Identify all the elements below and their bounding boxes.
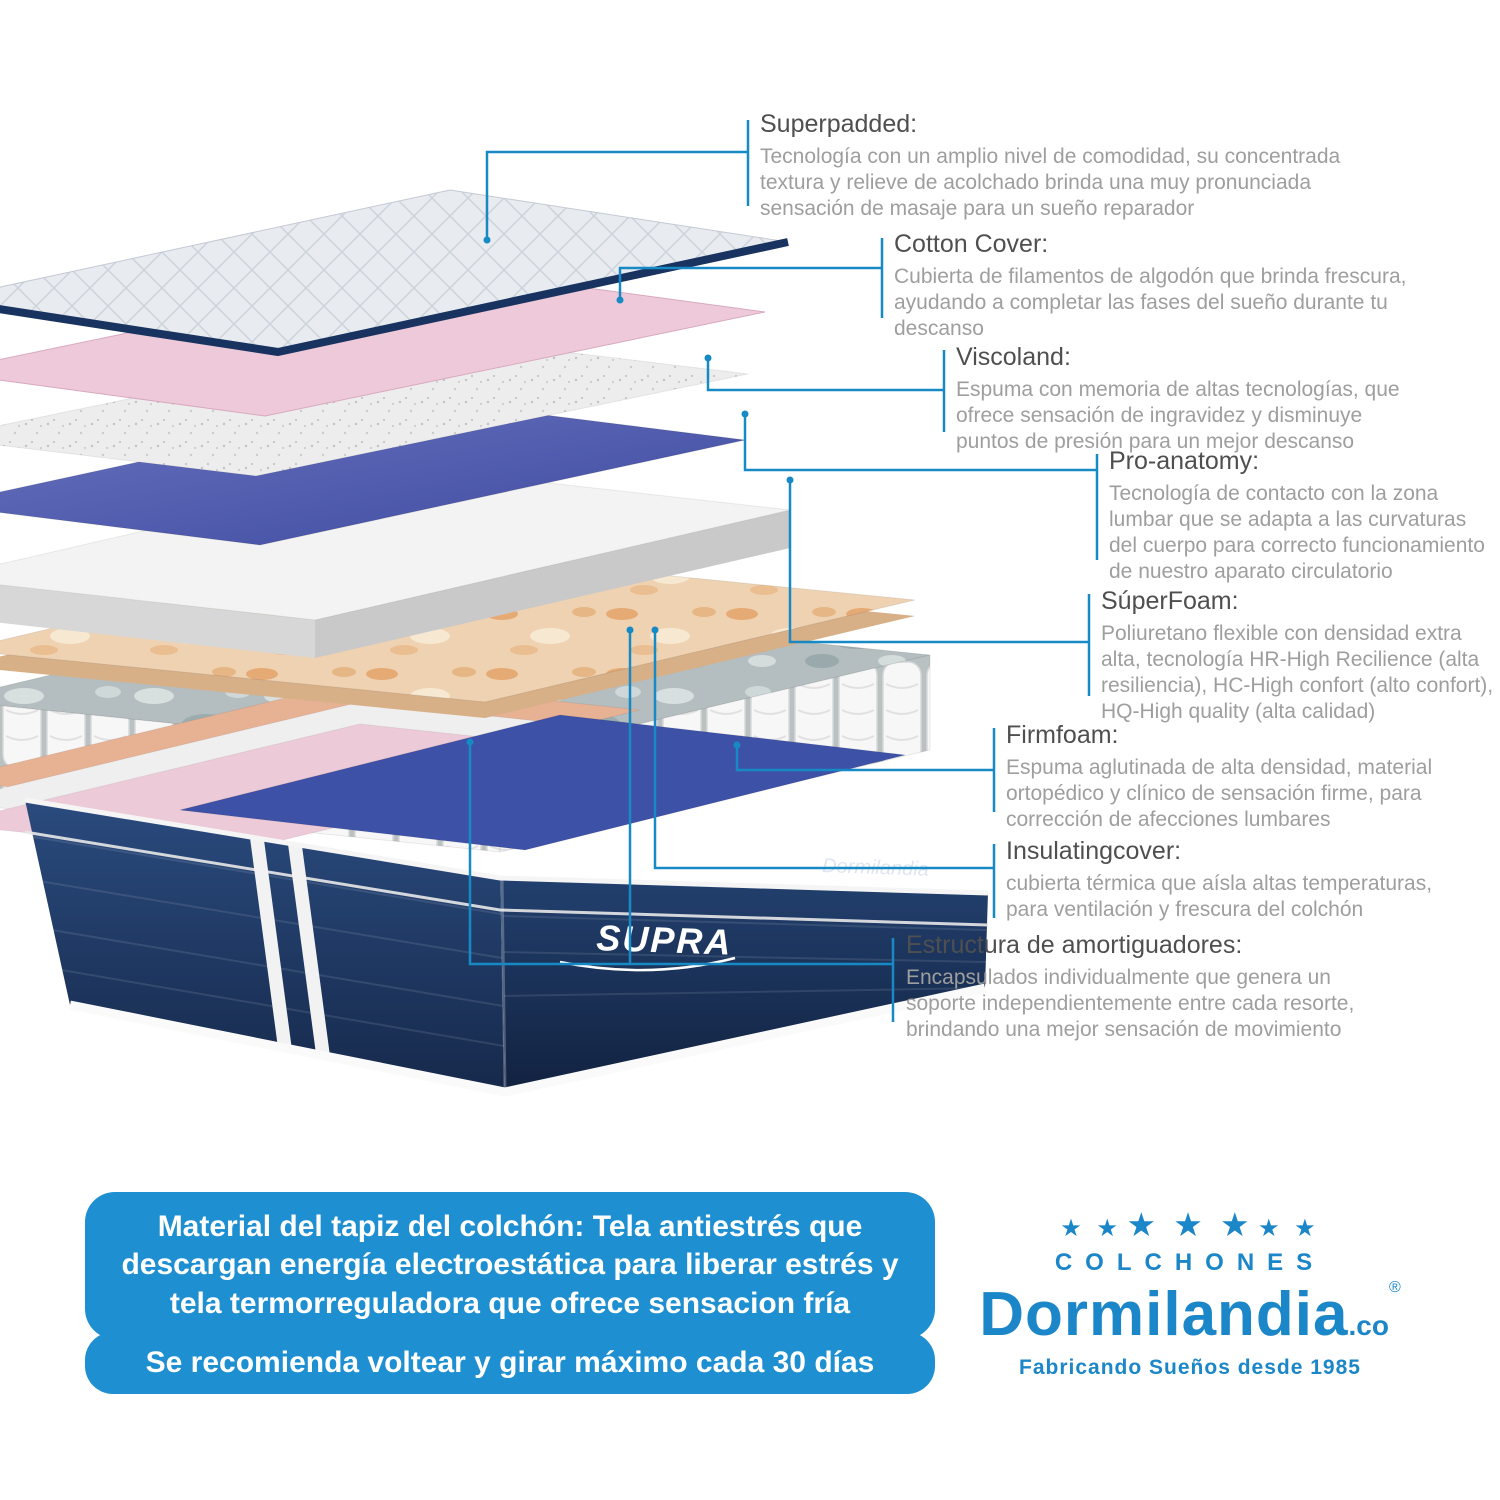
brand-logo: ★ ★ ★ ★ ★ ★ ★ COLCHONES Dormilandia.co® … — [955, 1208, 1425, 1380]
annotation-body: Espuma aglutinada de alta densidad, mate… — [1006, 756, 1433, 832]
star-icon: ★ ★ — [1060, 1215, 1122, 1242]
annotation-title: Cotton Cover: — [894, 230, 1049, 258]
annotation-title: Superpadded: — [760, 110, 918, 138]
layer-superfoam — [0, 467, 791, 658]
annotation-body: Cubierta de filamentos de algodón que br… — [894, 265, 1407, 341]
star-icon: ★ ★ — [1258, 1215, 1320, 1242]
base-bottom-piping — [69, 983, 986, 1097]
layer-superpadded — [0, 189, 789, 356]
annotation-insulatingcover: Insulatingcover: cubierta térmica que aí… — [1006, 837, 1446, 923]
annotation-title: Estructura de amortiguadores: — [906, 931, 1243, 959]
annotation-title: Pro-anatomy: — [1109, 447, 1260, 475]
base-top-piping — [24, 797, 989, 896]
base-side-logo-text: SUPRA — [596, 917, 733, 963]
annotation-body: Tecnología de contacto con la zona lumba… — [1109, 482, 1485, 584]
annotation-firmfoam: Firmfoam: Espuma aglutinada de alta dens… — [1006, 721, 1436, 833]
annotation-body: cubierta térmica que aísla altas tempera… — [1006, 872, 1433, 922]
layer-base-sheet — [179, 714, 906, 851]
stars-icon: ★ ★ ★ ★ ★ ★ ★ — [955, 1208, 1425, 1241]
base-corner-highlight — [500, 879, 507, 1091]
annotation-pro-anatomy: Pro-anatomy: Tecnología de contacto con … — [1109, 447, 1489, 585]
base-white-stripe — [250, 838, 292, 1050]
banner-rotate: Se recomienda voltear y girar máximo cad… — [85, 1332, 935, 1395]
logo-swoosh — [559, 956, 736, 972]
mattress-base: Dormilandia SUPRA — [24, 797, 989, 1097]
brand-colchones: COLCHONES — [1054, 1249, 1326, 1276]
annotation-title: SúperFoam: — [1101, 587, 1239, 615]
annotation-title: Firmfoam: — [1006, 721, 1119, 749]
base-white-stripe — [288, 844, 330, 1056]
annotation-cotton-cover: Cotton Cover: Cubierta de filamentos de … — [894, 230, 1424, 342]
brand-tagline: Fabricando Sueños desde 1985 — [1019, 1356, 1361, 1379]
brand-name-row: Dormilandia.co ® — [955, 1279, 1425, 1350]
annotation-body: Tecnología con un amplio nivel de comodi… — [760, 145, 1341, 221]
registered-mark: ® — [1388, 1279, 1401, 1296]
annotation-superfoam: SúperFoam: Poliuretano flexible con dens… — [1101, 587, 1500, 725]
brand-name: Dormilandia — [979, 1280, 1349, 1349]
annotation-superpadded: Superpadded: Tecnología con un amplio ni… — [760, 110, 1380, 222]
star-icon: ★ ★ ★ — [1126, 1206, 1254, 1243]
annotation-body: Espuma con memoria de altas tecnologías,… — [956, 378, 1400, 454]
banner-material: Material del tapiz del colchón: Tela ant… — [85, 1192, 935, 1340]
annotation-body: Poliuretano flexible con densidad extra … — [1101, 622, 1494, 724]
annotation-viscoland: Viscoland: Espuma con memoria de altas t… — [956, 343, 1426, 455]
annotation-estructura: Estructura de amortiguadores: Encapsulad… — [906, 931, 1396, 1043]
annotation-title: Insulatingcover: — [1006, 837, 1182, 865]
base-band-piping — [24, 830, 989, 927]
superpadded-navy-rim — [0, 238, 789, 356]
annotation-title: Viscoland: — [956, 343, 1071, 371]
annotation-body: Encapsulados individualmente que genera … — [906, 966, 1355, 1042]
brand-suffix: .co — [1348, 1310, 1389, 1341]
